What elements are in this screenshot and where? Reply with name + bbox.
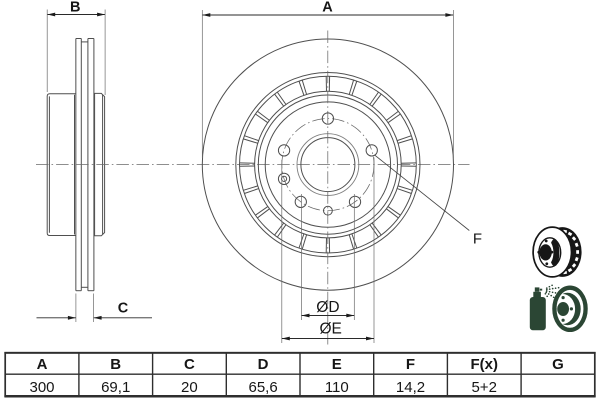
svg-text:C: C bbox=[118, 301, 129, 317]
svg-text:F: F bbox=[406, 356, 415, 373]
svg-text:ØE: ØE bbox=[319, 321, 341, 338]
svg-text:110: 110 bbox=[325, 379, 349, 396]
svg-text:G: G bbox=[552, 356, 564, 373]
svg-text:ØD: ØD bbox=[316, 299, 339, 316]
svg-text:65,6: 65,6 bbox=[248, 379, 277, 396]
svg-text:B: B bbox=[70, 0, 80, 15]
svg-text:69,1: 69,1 bbox=[101, 379, 130, 396]
svg-text:D: D bbox=[258, 356, 269, 373]
svg-text:C: C bbox=[184, 356, 195, 373]
svg-text:F(x): F(x) bbox=[470, 356, 498, 373]
svg-text:5+2: 5+2 bbox=[471, 379, 496, 396]
svg-text:F: F bbox=[473, 231, 482, 248]
svg-text:300: 300 bbox=[29, 379, 54, 396]
svg-text:E: E bbox=[332, 356, 342, 373]
svg-text:A: A bbox=[37, 356, 48, 373]
svg-text:B: B bbox=[110, 356, 121, 373]
svg-text:14,2: 14,2 bbox=[396, 379, 425, 396]
svg-text:A: A bbox=[322, 0, 333, 15]
svg-text:20: 20 bbox=[181, 379, 198, 396]
